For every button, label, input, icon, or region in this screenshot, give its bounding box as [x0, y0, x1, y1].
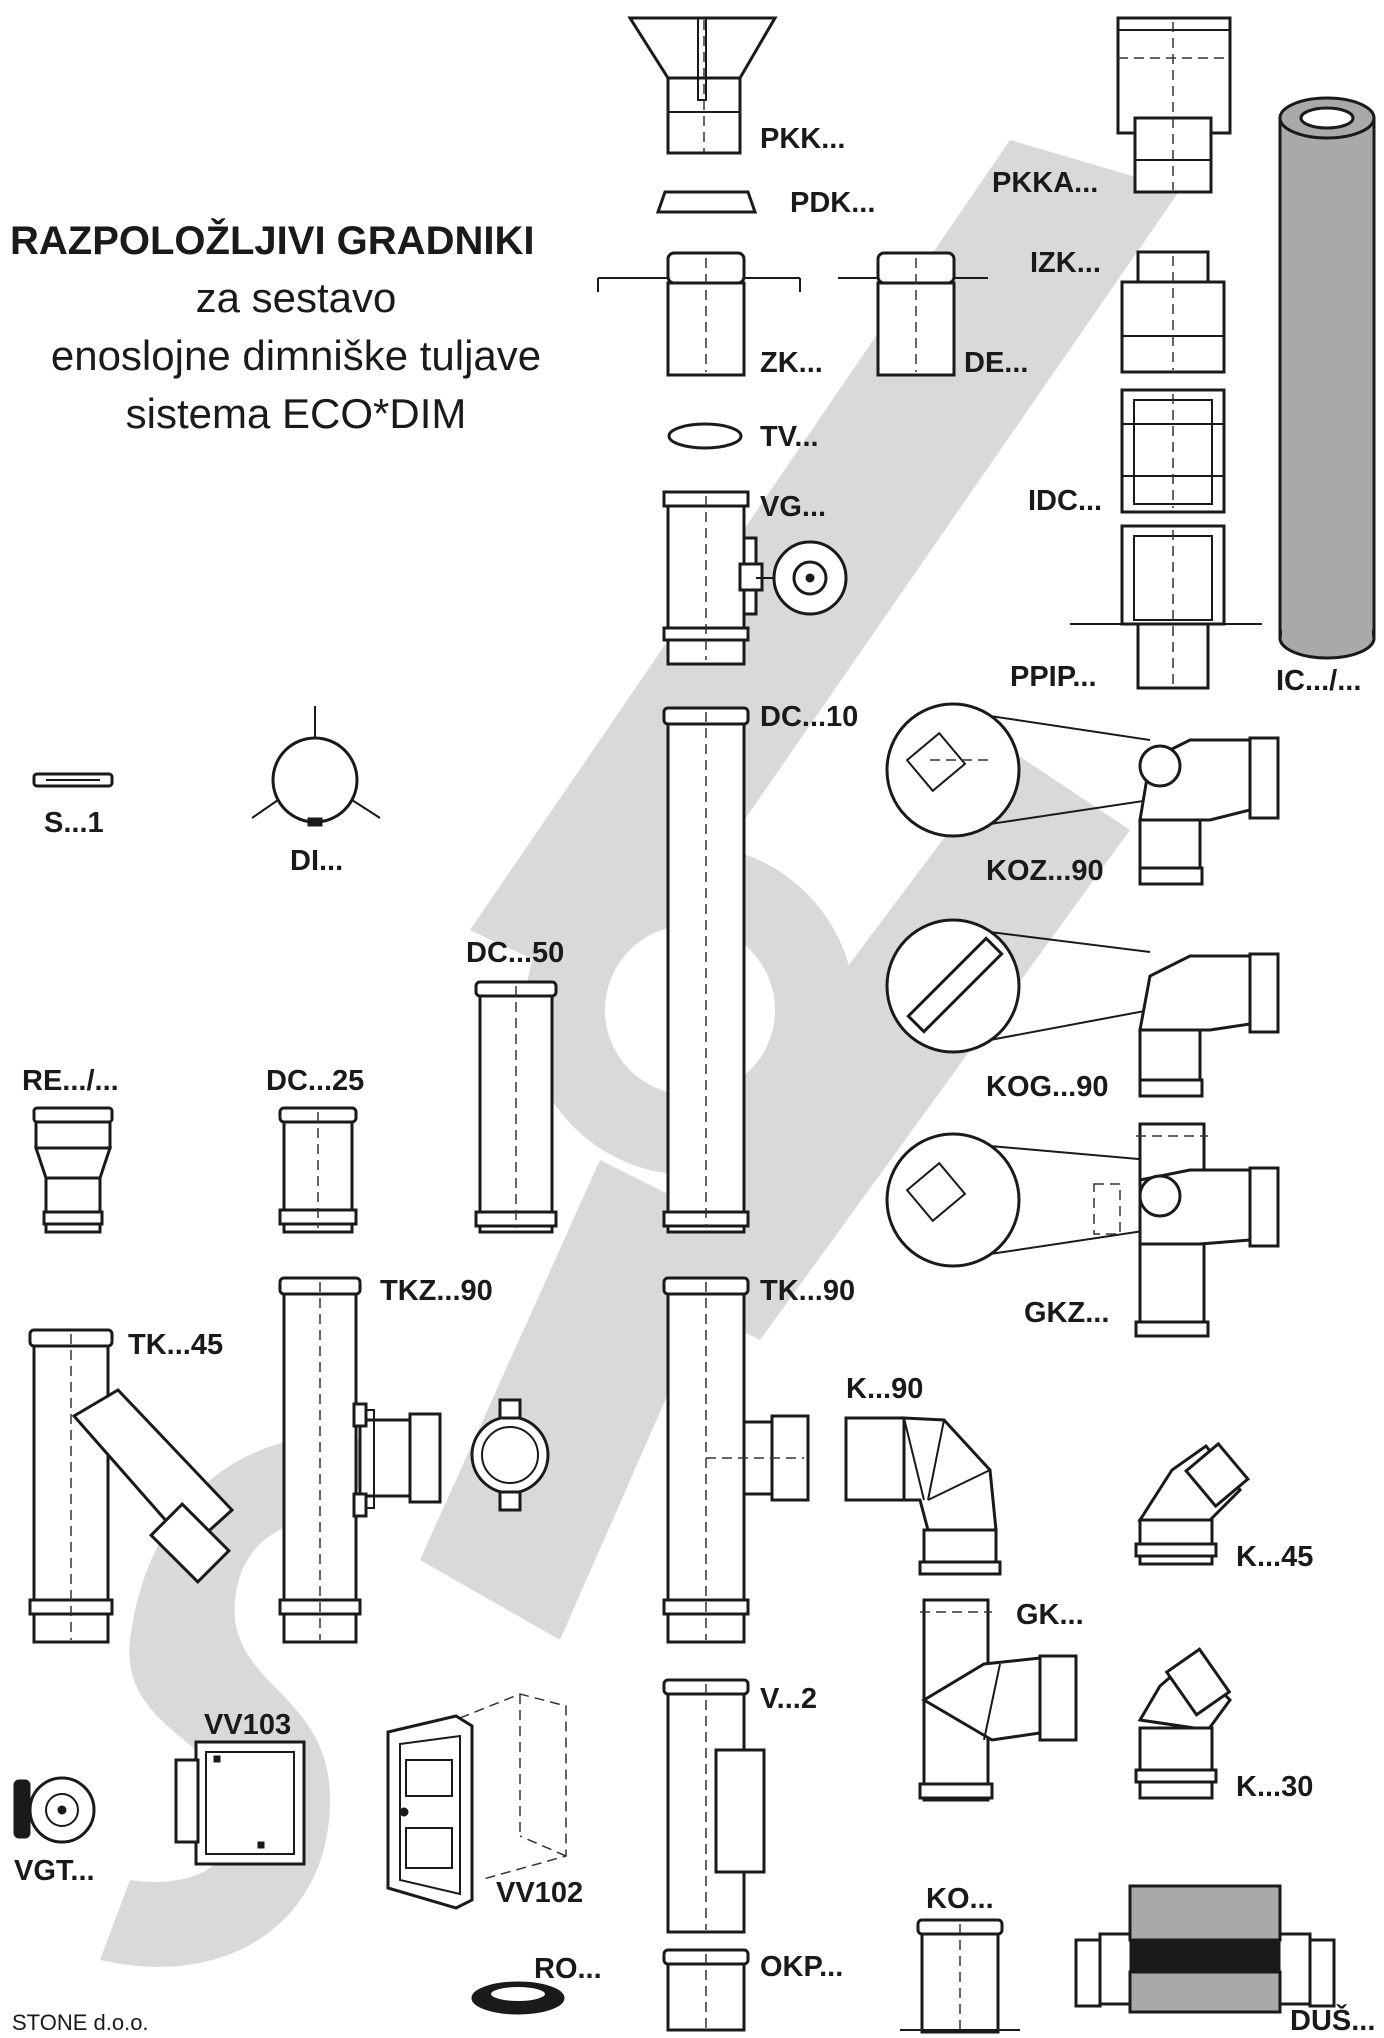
pkka-part: PKKA...: [992, 16, 1232, 199]
kog90-part: KOG...90: [885, 918, 1280, 1103]
dc50-pipe: DC...50: [466, 937, 564, 1234]
vgt-part: VGT...: [13, 1776, 96, 1887]
label-k90: K...90: [846, 1373, 923, 1405]
dc25-pipe: DC...25: [266, 1065, 364, 1234]
v2-part: V...2: [662, 1678, 817, 1934]
title-line-4: sistema ECO*DIM: [126, 390, 467, 437]
label-k45: K...45: [1236, 1541, 1313, 1573]
title-block: RAZPOLOŽLJIVI GRADNIKI za sestavo enoslo…: [10, 217, 541, 437]
gk-part: GK...: [918, 1598, 1084, 1802]
label-tkz90: TKZ...90: [380, 1275, 493, 1307]
label-tk45: TK...45: [128, 1329, 223, 1361]
idc-part: IDC...: [1028, 388, 1226, 517]
de-part: DE...: [838, 251, 1028, 379]
label-vgt: VGT...: [14, 1855, 95, 1887]
label-pdk: PDK...: [790, 187, 875, 219]
pdk-part: PDK...: [655, 187, 875, 219]
company-name: STONE d.o.o.: [12, 2010, 149, 2035]
title-line-1: RAZPOLOŽLJIVI GRADNIKI: [10, 217, 534, 263]
label-ko: KO...: [926, 1883, 994, 1915]
k45-part: K...45: [1134, 1441, 1313, 1573]
ko-part: KO...: [900, 1883, 1020, 2034]
label-idc: IDC...: [1028, 485, 1102, 517]
title-line-2: za sestavo: [196, 274, 397, 321]
gkz-part: GKZ...: [885, 1122, 1280, 1338]
label-v2: V...2: [760, 1683, 817, 1715]
label-ro: RO...: [534, 1953, 602, 1985]
izk-part: IZK...: [1030, 247, 1226, 374]
label-vg: VG...: [760, 491, 826, 523]
dus-part: DUŠ...: [1074, 1884, 1375, 2037]
label-dc50: DC...50: [466, 937, 564, 969]
di-part: DI...: [251, 706, 381, 877]
s1-part: S...1: [32, 772, 114, 839]
label-vv103: VV103: [204, 1709, 291, 1741]
label-gk: GK...: [1016, 1599, 1084, 1631]
label-pkk: PKK...: [760, 123, 845, 155]
label-tk90: TK...90: [760, 1275, 855, 1307]
dc10-pipe: DC...10: [662, 701, 858, 1234]
vg-part: VG...: [662, 490, 848, 666]
koz90-part: KOZ...90: [885, 702, 1280, 887]
okp-part: OKP...: [662, 1948, 843, 2032]
k30-part: K...30: [1134, 1647, 1313, 1803]
tk90-part: TK...90: [662, 1275, 855, 1644]
ic-insulation-tube: IC.../...: [1276, 96, 1376, 697]
vv103-part: VV103: [174, 1709, 306, 1866]
label-di: DI...: [290, 845, 343, 877]
k90-part: K...90: [844, 1373, 1002, 1576]
label-dc25: DC...25: [266, 1065, 364, 1097]
label-de: DE...: [964, 347, 1028, 379]
tkz90-part: TKZ...90: [278, 1275, 550, 1644]
pkk-cap: PKK...: [627, 16, 845, 155]
label-zk: ZK...: [760, 347, 823, 379]
vv102-part: VV102: [386, 1693, 583, 1910]
label-s1: S...1: [44, 807, 104, 839]
ppip-part: PPIP...: [1010, 524, 1262, 693]
label-re: RE.../...: [22, 1065, 119, 1097]
re-part: RE.../...: [22, 1065, 119, 1234]
label-gkz: GKZ...: [1024, 1297, 1109, 1329]
label-okp: OKP...: [760, 1951, 843, 1983]
label-ic: IC.../...: [1276, 665, 1361, 697]
label-kog90: KOG...90: [986, 1071, 1109, 1103]
title-line-3: enoslojne dimniške tuljave: [51, 332, 541, 379]
label-dc10: DC...10: [760, 701, 858, 733]
label-dus: DUŠ...: [1290, 2003, 1375, 2037]
tv-gasket: TV...: [667, 421, 819, 453]
zk-part: ZK...: [597, 251, 823, 379]
label-ppip: PPIP...: [1010, 661, 1097, 693]
label-k30: K...30: [1236, 1771, 1313, 1803]
label-pkka: PKKA...: [992, 167, 1098, 199]
label-izk: IZK...: [1030, 247, 1101, 279]
ro-part: RO...: [471, 1953, 602, 2015]
tk45-part: TK...45: [28, 1328, 235, 1644]
label-koz90: KOZ...90: [986, 855, 1104, 887]
label-vv102: VV102: [496, 1877, 583, 1909]
label-tv: TV...: [760, 421, 819, 453]
